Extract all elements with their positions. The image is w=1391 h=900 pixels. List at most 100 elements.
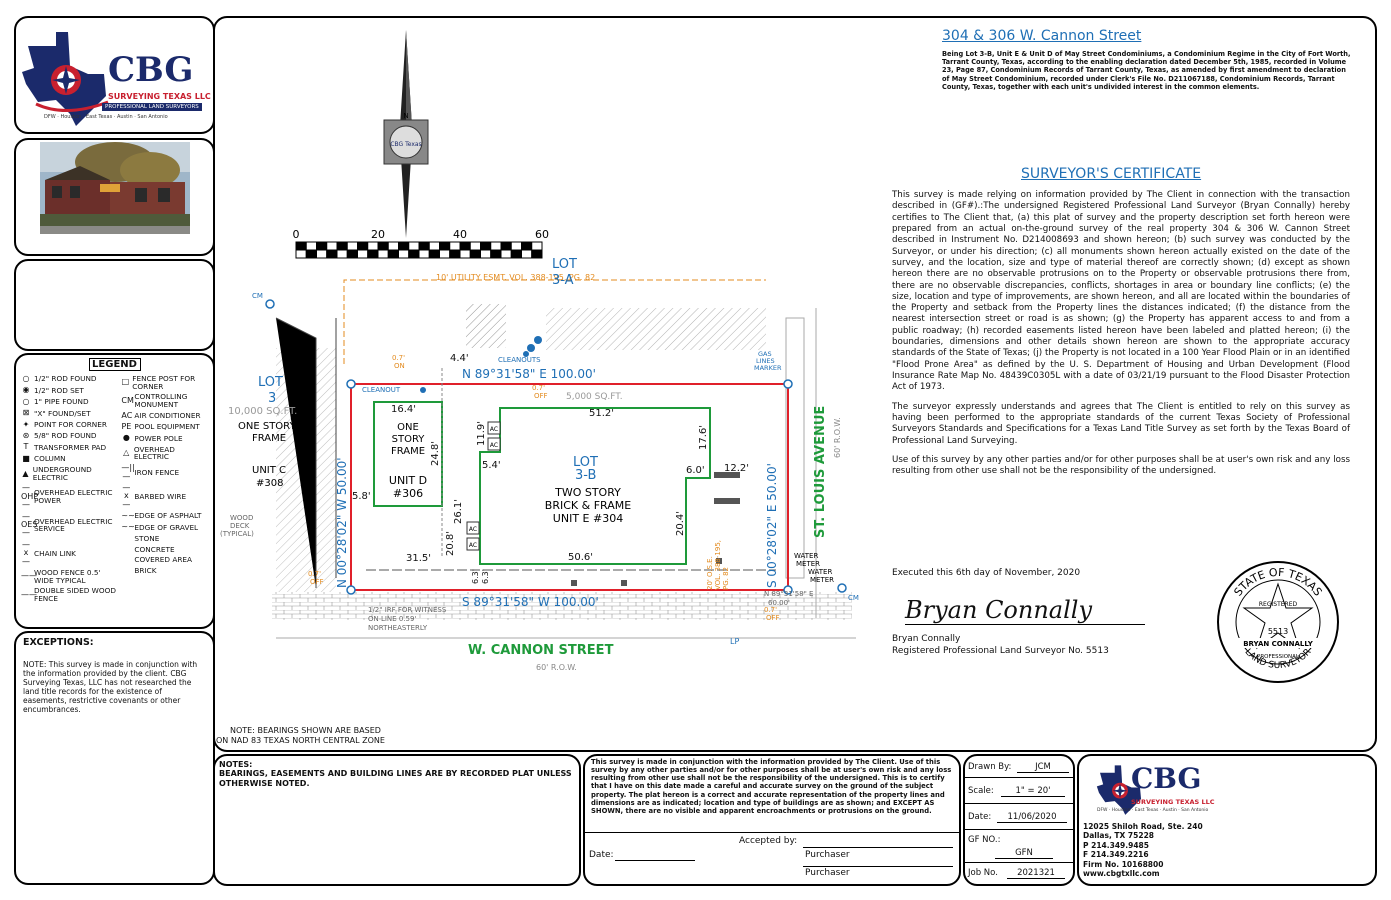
survey-plat: CBG Texas N 0 20 40 60 10' UTILITY ESMT.… <box>220 30 859 672</box>
legend-label: UNDERGROUND ELECTRIC <box>32 465 92 482</box>
scale-segment <box>377 249 389 259</box>
gf-label: GF NO.: <box>968 835 1001 845</box>
legend-label: POWER POLE <box>134 433 183 443</box>
seal-name: BRYAN CONNALLY <box>1243 640 1314 648</box>
scale-segment <box>346 241 358 251</box>
scale-segment <box>387 241 399 251</box>
date-field[interactable] <box>615 860 695 861</box>
legend-symbol-icon: —— <box>21 571 37 581</box>
company-name: CBG <box>108 50 194 90</box>
legend-label: TRANSFORMER PAD <box>34 442 107 452</box>
scale-segment <box>357 241 369 251</box>
legend-symbol-icon: —OES— <box>21 511 38 538</box>
footer-company-cities: DFW · Houston · East Texas · Austin · Sa… <box>1097 808 1209 813</box>
legend-symbol-icon: ■ <box>22 453 30 463</box>
north-bearing: N 89°31'58" E 100.00' <box>462 367 596 381</box>
dim-31-5: 31.5' <box>406 553 431 564</box>
scale-segment <box>490 249 502 259</box>
scale-segment <box>500 241 512 251</box>
legend-label: CHAIN LINK <box>34 548 76 558</box>
scale-segment <box>295 249 307 259</box>
surveyor-seal: STATE OF TEXAS LAND SURVEYOR REGISTERED … <box>1217 561 1339 683</box>
dim-5-4: 5.4' <box>482 460 501 471</box>
scale-segment <box>510 249 522 259</box>
property-title: 304 & 306 W. Cannon Street <box>942 28 1142 44</box>
scale-segment <box>480 241 492 251</box>
left-legend-row: ◉ 1/2" ROD SET <box>21 385 117 395</box>
notes-text: BEARINGS, EASEMENTS AND BUILDING LINES A… <box>219 769 572 788</box>
footer-address-1: 12025 Shiloh Road, Ste. 240 <box>1083 822 1203 831</box>
legend-symbol-icon: □ <box>121 377 130 387</box>
footer-logo <box>1096 765 1142 815</box>
unit-c-label: UNIT C#308 <box>252 465 286 489</box>
date2-label: Date: <box>968 812 992 822</box>
dim-6-0: 6.0' <box>686 465 705 476</box>
scale-segment <box>510 241 522 251</box>
scale-segment <box>418 249 430 259</box>
scale-label: Scale: <box>968 786 994 796</box>
drawn-by-value: JCM <box>1017 762 1069 773</box>
scale-segment <box>326 241 338 251</box>
right-legend-row: STONE <box>121 535 208 543</box>
legend-symbol-icon: ⊠ <box>22 408 30 418</box>
left-legend-row: ○1" PIPE FOUND <box>21 397 117 406</box>
legend-symbol-icon: —x— <box>122 482 131 509</box>
east-bearing: S 00°28'02" E 50.00' <box>765 463 779 588</box>
legend-label: STONE <box>134 533 160 543</box>
scale-segment <box>326 249 338 259</box>
footer-web[interactable]: www.cbgtxllc.com <box>1083 868 1160 878</box>
cleanouts-label: CLEANOUTS <box>498 356 541 364</box>
legend-symbol-icon: △ <box>123 448 130 458</box>
offset-0-7-off-3: 0.7'OFF <box>764 606 780 622</box>
ac-label-3: AC <box>469 526 477 533</box>
property-description: Being Lot 3-B, Unit E & Unit D of May St… <box>942 50 1351 91</box>
west-bearing: N 00°28'02" W 50.00' <box>335 457 349 588</box>
scale-segment <box>408 249 420 259</box>
right-legend-row: —||—IRON FENCE <box>121 463 208 481</box>
right-legend-row: —x—BARBED WIRE <box>121 482 208 509</box>
seal-professional: PROFESSIONAL <box>1257 654 1300 660</box>
scale-segment <box>531 241 543 251</box>
signature: Bryan Connally <box>905 596 1145 625</box>
scale-segment <box>408 241 420 251</box>
left-legend-row: ✦POINT FOR CORNER <box>21 419 117 429</box>
legend-label: 1/2" ROD SET <box>34 385 84 395</box>
legend-label: OVERHEAD ELECTRIC SERVICE <box>34 516 113 534</box>
scale-segment <box>295 241 307 251</box>
left-legend-row: ▲UNDERGROUND ELECTRIC <box>21 466 117 481</box>
purchaser-label-1: Purchaser <box>805 850 850 860</box>
legend-symbol-icon: CM <box>121 395 134 405</box>
south-bearing: S 89°31'58" W 100.00' <box>462 595 599 609</box>
street-east: ST. LOUIS AVENUE <box>813 406 828 538</box>
dim-16-4: 16.4' <box>391 404 416 415</box>
legend-symbol-icon: ✦ <box>22 419 30 429</box>
legend-label: WOOD FENCE 0.5' WIDE TYPICAL <box>34 567 101 585</box>
legend-symbol-icon: ◉ <box>22 385 30 395</box>
certificate-paragraph-2: The surveyor expressly understands and a… <box>892 401 1350 446</box>
dim-6-3-b: 6.3' <box>481 569 490 584</box>
legend-symbol-icon: ~~ <box>121 522 135 532</box>
left-legend-row: ■COLUMN <box>21 453 117 463</box>
area-label: 5,000 SQ.FT. <box>566 392 623 402</box>
logo-panel: CBG SURVEYING TEXAS LLC PROFESSIONAL LAN… <box>14 16 215 134</box>
footer-phone: P 214.349.9485 <box>1083 840 1149 850</box>
certificate-body: This survey is made relying on informati… <box>892 190 1350 478</box>
north-arrow: CBG Texas N <box>383 30 429 238</box>
legend-label: CONTROLLING MONUMENT <box>134 392 188 409</box>
legend-label: "X" FOUND/SET <box>34 408 91 418</box>
company-subname: SURVEYING TEXAS LLC <box>108 92 211 101</box>
legend-symbol-icon: ⊛ <box>22 430 30 440</box>
street-south-row: 60' R.O.W. <box>536 663 577 672</box>
company-cities: DFW · Houston · East Texas · Austin · Sa… <box>44 114 168 120</box>
scale-segment <box>316 249 328 259</box>
scale-segment <box>305 249 317 259</box>
scale-segment <box>377 241 389 251</box>
legend-label: EDGE OF ASPHALT <box>134 511 202 521</box>
scale-segment <box>357 249 369 259</box>
